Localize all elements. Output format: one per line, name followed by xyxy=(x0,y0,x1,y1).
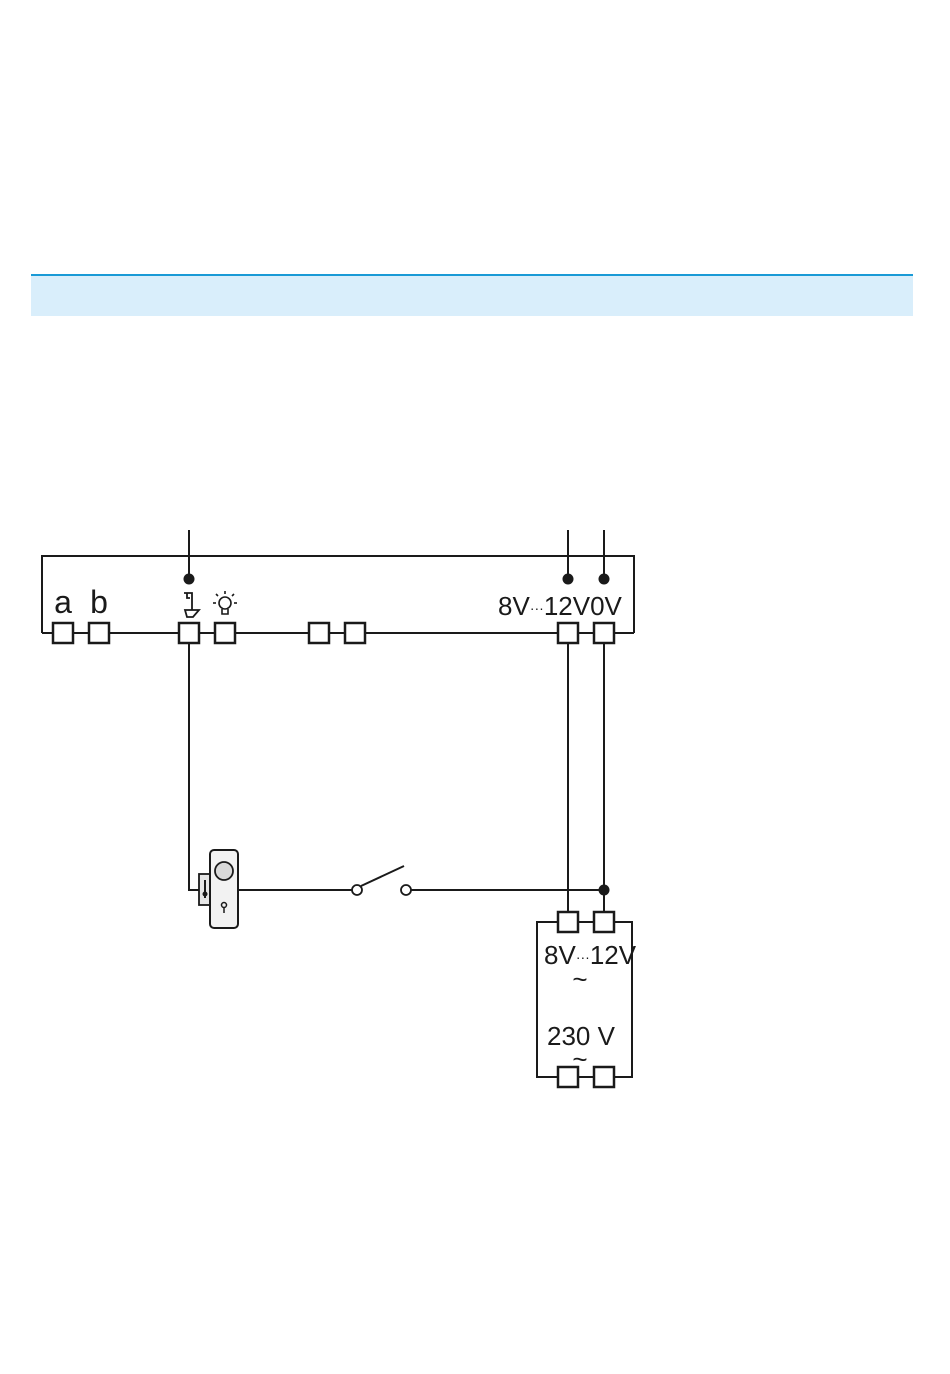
light-bulb-icon xyxy=(213,591,237,614)
junction-dot-zero xyxy=(599,574,610,585)
terminal-b xyxy=(89,623,109,643)
terminal-unused-1 xyxy=(309,623,329,643)
transformer-primary-ac-icon: ~ xyxy=(572,1044,587,1074)
terminal-door-opener xyxy=(179,623,199,643)
transformer-terminal-secondary-2 xyxy=(594,912,614,932)
terminal-light xyxy=(215,623,235,643)
junction-dot-switch xyxy=(599,885,610,896)
junction-dot-supply xyxy=(563,574,574,585)
terminal-label-a: a xyxy=(54,584,72,620)
header-band-fill xyxy=(31,276,913,316)
transformer-terminal-primary-2 xyxy=(594,1067,614,1087)
switch-contact-left xyxy=(352,885,362,895)
transformer-secondary-label: 8V···12V xyxy=(544,940,637,970)
door-opener-key-icon xyxy=(184,593,199,617)
terminal-label-b: b xyxy=(90,584,108,620)
terminal-zero xyxy=(594,623,614,643)
terminal-a xyxy=(53,623,73,643)
junction-dot-door-opener xyxy=(184,574,195,585)
door-opener-device xyxy=(199,850,238,928)
terminal-label-supply: 8V···12V xyxy=(498,591,591,621)
terminal-label-zero: 0V xyxy=(590,591,622,621)
terminal-supply xyxy=(558,623,578,643)
wire-door-opener xyxy=(189,643,212,890)
switch-lever xyxy=(361,866,404,886)
transformer-secondary-ac-icon: ~ xyxy=(572,964,587,994)
terminal-unused-2 xyxy=(345,623,365,643)
transformer-terminal-secondary-1 xyxy=(558,912,578,932)
switch-contact-right xyxy=(401,885,411,895)
